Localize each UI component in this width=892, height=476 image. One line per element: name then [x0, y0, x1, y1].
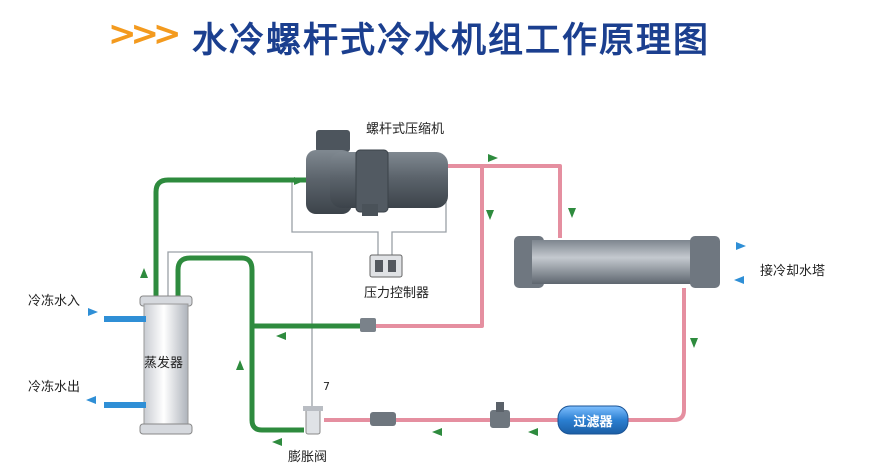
filter-drier [557, 405, 629, 435]
arrow-bottom-left-2 [528, 428, 538, 436]
solenoid-valve [490, 410, 510, 428]
arrow-cond-in-down [568, 208, 576, 218]
evaporator-label: 蒸发器 [144, 356, 184, 371]
expansion-valve [303, 406, 323, 435]
arrow-expansion-left [272, 438, 282, 446]
arrow-bypass-left [276, 332, 286, 340]
cooling-tower-label: 接冷却水塔 [760, 264, 826, 279]
condenser-out-line [620, 288, 686, 422]
valve-mark: 7 [323, 380, 330, 393]
flow-arrows [140, 154, 698, 446]
arrow-chilled-out [86, 396, 96, 404]
filter-label: 过滤器 [573, 415, 613, 430]
bypass-valve [360, 318, 376, 332]
arrow-tower-out [736, 242, 746, 250]
arrow-discharge-right [488, 154, 498, 162]
arrow-bottom-left [432, 428, 442, 436]
compressor-label: 螺杆式压缩机 [366, 122, 445, 137]
expansion-valve-label: 膨胀阀 [288, 450, 328, 465]
pressure-controller [369, 254, 403, 278]
condenser [514, 236, 720, 288]
chilled-water-in-label: 冷冻水入 [28, 294, 81, 309]
evaporator [104, 295, 193, 435]
page-title: 水冷螺杆式冷水机组工作原理图 [192, 21, 711, 61]
control-line-compressor-left [291, 178, 379, 256]
arrow-return-up [236, 360, 244, 370]
refrigerant-high-lines [324, 164, 686, 422]
inline-valves [360, 318, 510, 428]
arrow-line-down [486, 210, 494, 220]
water-arrows [86, 242, 746, 404]
control-line-compressor-right [391, 186, 447, 256]
evaporator-return-line [175, 255, 304, 433]
arrow-suction-right [294, 177, 304, 185]
arrow-chilled-in [88, 308, 98, 316]
control-line-evaporator [167, 251, 313, 412]
arrow-cond-out-down [690, 338, 698, 348]
arrow-tower-in [734, 276, 744, 284]
discharge-line [446, 164, 562, 238]
pressure-controller-label: 压力控制器 [364, 286, 430, 301]
title-chevrons: >>> [108, 14, 182, 54]
arrow-suction-up [140, 268, 148, 278]
chilled-water-out-label: 冷冻水出 [28, 380, 81, 395]
screw-compressor [306, 130, 448, 216]
refrigerant-low-lines [153, 177, 362, 433]
liquid-line [374, 166, 484, 328]
sight-glass [370, 412, 396, 426]
control-lines [167, 178, 447, 412]
suction-line [153, 177, 308, 296]
